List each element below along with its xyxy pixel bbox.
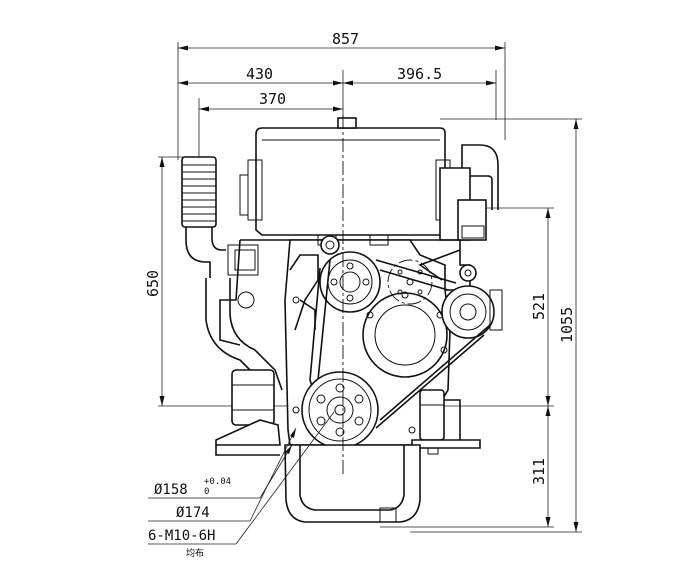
callout-pulley-tol-upper: +0.04 bbox=[204, 477, 231, 487]
callout-bolt-spec: 6-M10-6H bbox=[148, 528, 215, 544]
callout-bolt-note: 均布 bbox=[186, 547, 204, 559]
callout-hub-diameter: Ø174 bbox=[176, 505, 210, 521]
callout-pulley-diameter: Ø158 bbox=[154, 482, 188, 498]
callout-pulley-tol-lower: 0 bbox=[204, 487, 209, 497]
dim-overall-width: 857 bbox=[332, 30, 359, 48]
dim-right-height-lower: 311 bbox=[530, 458, 548, 485]
dim-right-height-upper: 521 bbox=[530, 293, 548, 320]
dim-inner-width: 370 bbox=[259, 90, 286, 108]
engine-outline bbox=[181, 115, 503, 523]
dim-right-height-total: 1055 bbox=[558, 307, 576, 343]
callout-leaders bbox=[148, 411, 335, 545]
dimension-lines bbox=[158, 42, 582, 533]
crankshaft-pulley bbox=[301, 371, 379, 449]
intake-bellows bbox=[182, 164, 216, 222]
dim-left-height: 650 bbox=[144, 270, 162, 297]
dim-left-width: 430 bbox=[246, 65, 273, 83]
dim-right-width: 396.5 bbox=[397, 65, 442, 83]
